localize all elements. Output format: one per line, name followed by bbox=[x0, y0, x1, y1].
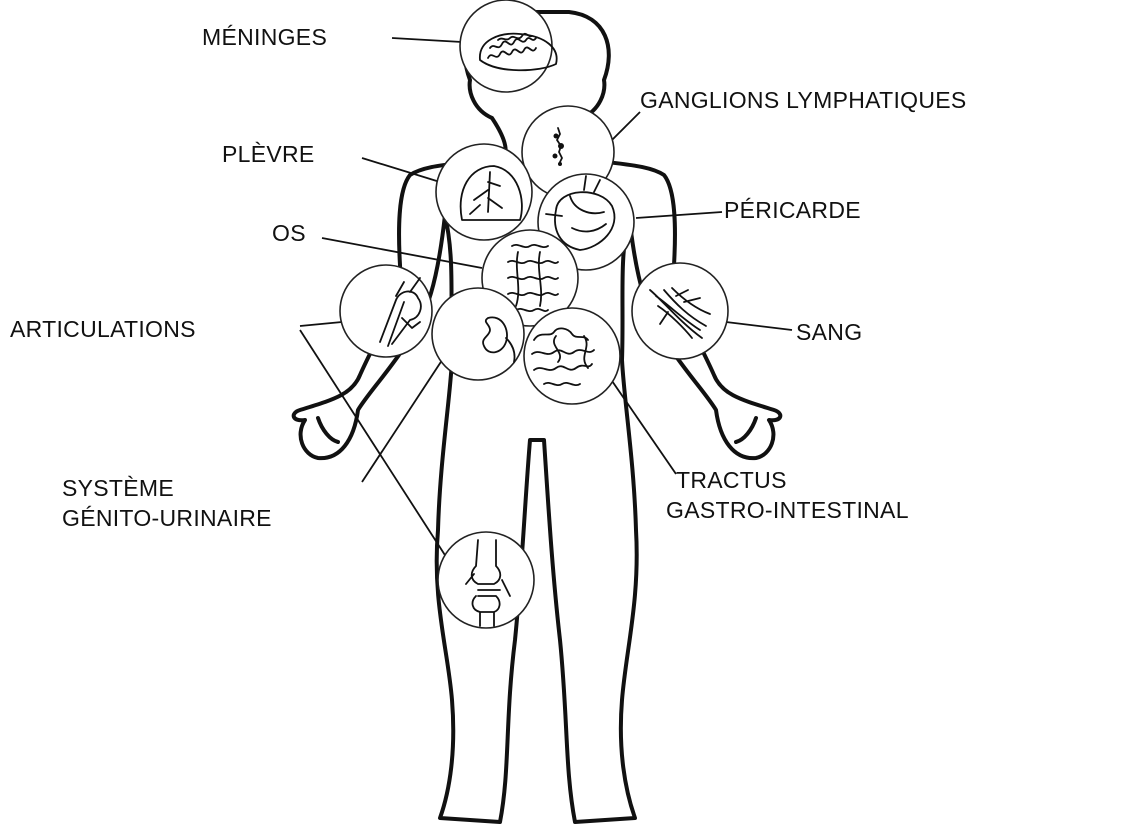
inset-genito-urinaire bbox=[432, 288, 524, 380]
inset-articulation-knee bbox=[438, 532, 534, 628]
inset-articulation-elbow bbox=[340, 265, 432, 357]
inset-plevre bbox=[436, 144, 532, 240]
label-pericarde: PÉRICARDE bbox=[724, 197, 861, 223]
leader-meninges bbox=[392, 38, 462, 42]
label-tractus-line1: TRACTUS bbox=[676, 467, 787, 493]
right-hand-detail bbox=[736, 418, 756, 442]
leader-plevre bbox=[362, 158, 440, 182]
leader-sang bbox=[726, 322, 792, 330]
leader-articulations-elbow bbox=[300, 322, 342, 326]
label-sang: SANG bbox=[796, 319, 862, 345]
label-ganglions: GANGLIONS LYMPHATIQUES bbox=[640, 87, 967, 113]
leader-tractus bbox=[610, 378, 676, 474]
leader-os bbox=[322, 238, 482, 268]
label-systeme-line1: SYSTÈME bbox=[62, 475, 174, 501]
label-os: OS bbox=[272, 220, 306, 246]
leader-pericarde bbox=[636, 212, 722, 218]
inset-sang bbox=[632, 263, 728, 359]
leader-articulations-knee bbox=[300, 330, 452, 566]
leader-ganglions bbox=[612, 112, 640, 140]
label-meninges: MÉNINGES bbox=[202, 24, 327, 50]
leader-systeme bbox=[362, 345, 452, 482]
left-hand-detail bbox=[318, 418, 338, 442]
label-plevre: PLÈVRE bbox=[222, 141, 315, 167]
label-tractus-line2: GASTRO-INTESTINAL bbox=[666, 497, 909, 523]
label-systeme-line2: GÉNITO-URINAIRE bbox=[62, 505, 272, 531]
inset-tractus bbox=[524, 308, 620, 404]
label-articulations: ARTICULATIONS bbox=[10, 316, 196, 342]
